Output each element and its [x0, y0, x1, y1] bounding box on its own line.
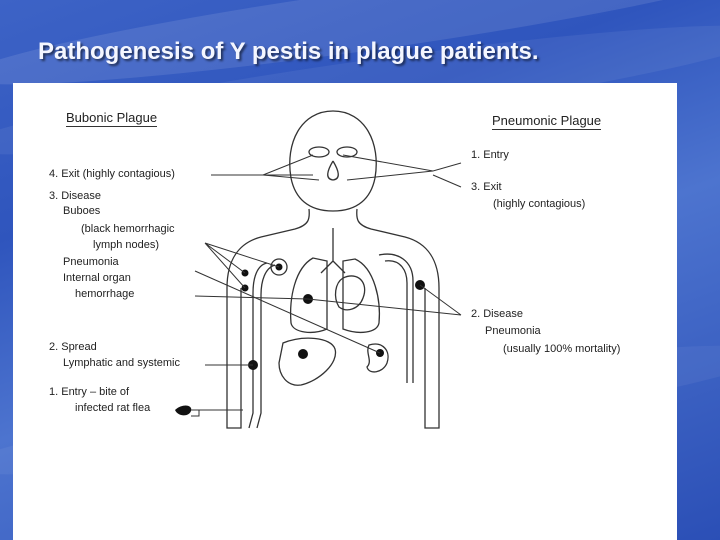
leader-pneumonic-disease	[307, 284, 462, 316]
leader-buboes	[204, 242, 280, 289]
pneumonic-mortality: (usually 100% mortality)	[503, 343, 621, 355]
bubonic-entry-label: 1. Entry – bite of	[49, 386, 130, 398]
pneumonic-disease-label: 2. Disease	[471, 308, 523, 320]
leader-organ	[194, 295, 309, 300]
right-eye	[336, 146, 358, 158]
organ-label-1: Internal organ	[63, 272, 131, 284]
leader-exit-bubonic	[211, 154, 320, 181]
buboes-label: Buboes	[63, 205, 101, 217]
bubonic-disease-label: 3. Disease	[49, 190, 101, 202]
lymph-vessel-right	[378, 253, 414, 383]
flea-icon	[175, 405, 192, 416]
stomach	[366, 343, 389, 373]
leader-pneumonia	[194, 270, 381, 354]
left-eye	[308, 146, 330, 158]
trachea	[320, 228, 346, 274]
lymph-vessel-left	[248, 262, 268, 429]
head-outline	[289, 110, 377, 212]
body-diagram	[175, 110, 462, 429]
right-lung	[342, 258, 381, 334]
pneumonic-entry-label: 1. Entry	[471, 149, 509, 161]
spread-detail: Lymphatic and systemic	[63, 357, 180, 369]
buboes-detail-2: lymph nodes)	[93, 239, 160, 251]
bubonic-exit-label: 4. Exit (highly contagious)	[49, 168, 175, 180]
heart	[334, 275, 366, 311]
pneumonic-exit-label: 3. Exit	[471, 181, 502, 193]
torso-outline	[226, 208, 440, 429]
leader-pneumonic-exit	[432, 174, 462, 188]
leader-pneumonic-entry	[342, 154, 462, 181]
pneumonia-label: Pneumonia	[63, 256, 119, 268]
bubonic-heading: Bubonic Plague	[66, 110, 158, 127]
left-lung	[289, 257, 328, 334]
pneumonic-exit-detail: (highly contagious)	[493, 198, 586, 210]
diagram-panel: Bubonic Plague 4. Exit (highly contagiou…	[13, 83, 677, 540]
pneumonic-disease-detail: Pneumonia	[485, 325, 541, 337]
nose	[327, 160, 339, 181]
bubonic-entry-detail: infected rat flea	[75, 402, 151, 414]
pneumonic-heading: Pneumonic Plague	[492, 113, 602, 130]
liver	[278, 337, 337, 386]
slide-title: Pathogenesis of Y pestis in plague patie…	[38, 38, 539, 65]
buboes-detail-1: (black hemorrhagic	[81, 223, 175, 235]
spread-label: 2. Spread	[49, 341, 97, 353]
liver-lesion	[298, 349, 308, 359]
organ-label-2: hemorrhage	[75, 288, 135, 300]
axillary-node-ring	[270, 258, 288, 276]
